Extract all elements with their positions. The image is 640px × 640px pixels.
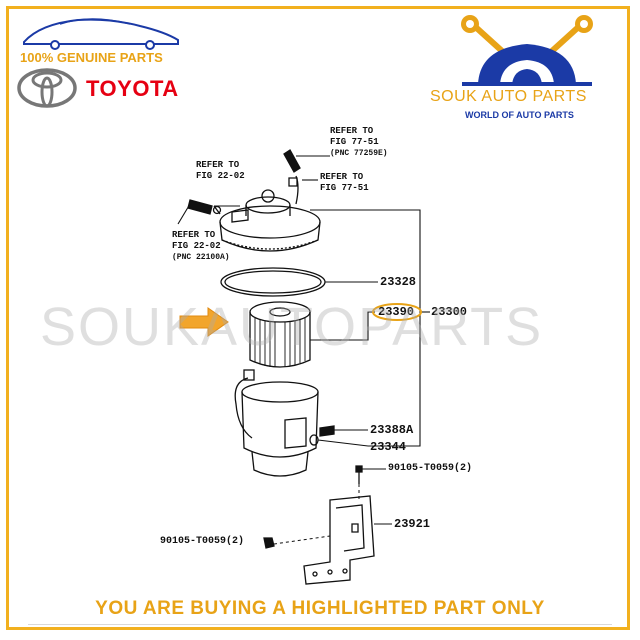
part-number-filter-element: 23390 xyxy=(378,305,415,319)
highlight-oval xyxy=(372,303,422,321)
plug-drawing xyxy=(319,425,335,437)
gasket-drawing xyxy=(220,267,326,297)
ref-left-top-line1: REFER TO xyxy=(196,160,240,170)
filter-head-drawing xyxy=(219,149,321,252)
toyota-wordmark: TOYOTA xyxy=(86,76,179,101)
leader-lines xyxy=(177,155,430,525)
part-number-plug: 23388A xyxy=(370,423,414,437)
toyota-logo-icon xyxy=(17,68,77,108)
part-number-bolt-left: 90105-T0059(2) xyxy=(160,536,245,547)
genuine-parts-label: 100% GENUINE PARTS xyxy=(20,50,163,65)
bolt-drawing xyxy=(263,465,363,549)
filter-bowl-drawing xyxy=(234,369,319,477)
car-outline-icon xyxy=(23,18,179,50)
ref-top-right-line1: REFER TO xyxy=(330,126,374,136)
store-name: SOUK AUTO PARTS xyxy=(430,88,587,105)
ref-top-right-line2: FIG 77-51 xyxy=(330,137,379,147)
bracket-drawing xyxy=(303,495,375,585)
part-number-oring: 23344 xyxy=(370,440,407,454)
part-number-gasket: 23328 xyxy=(380,275,417,289)
store-tagline: WORLD OF AUTO PARTS xyxy=(465,110,574,120)
page-frame xyxy=(6,6,630,630)
part-number-assembly: 23300 xyxy=(431,305,468,319)
ref-mid-right-line1: REFER TO xyxy=(320,172,364,182)
part-number-bracket: 23921 xyxy=(394,517,431,531)
watermark-text: SOUKAUTOPARTS xyxy=(40,297,544,357)
ref-mid-right-line2: FIG 77-51 xyxy=(320,183,369,193)
footer-notice: YOU ARE BUYING A HIGHLIGHTED PART ONLY xyxy=(95,598,545,619)
ref-top-right-pnc: (PNC 77259E) xyxy=(330,149,388,158)
ref-left-bottom-line1: REFER TO xyxy=(172,230,216,240)
filter-element-drawing xyxy=(249,301,311,368)
ref-left-bottom-line2: FIG 22-02 xyxy=(172,241,221,251)
hose-drawing xyxy=(187,199,222,215)
footer-divider xyxy=(28,624,612,625)
dashed-leaders xyxy=(273,484,360,545)
wheel-icon xyxy=(462,44,592,86)
part-number-bolt-right: 90105-T0059(2) xyxy=(388,463,473,474)
highlight-arrow-icon xyxy=(179,307,229,337)
ref-left-bottom-pnc: (PNC 22100A) xyxy=(172,253,230,262)
ref-left-top-line2: FIG 22-02 xyxy=(196,171,245,181)
